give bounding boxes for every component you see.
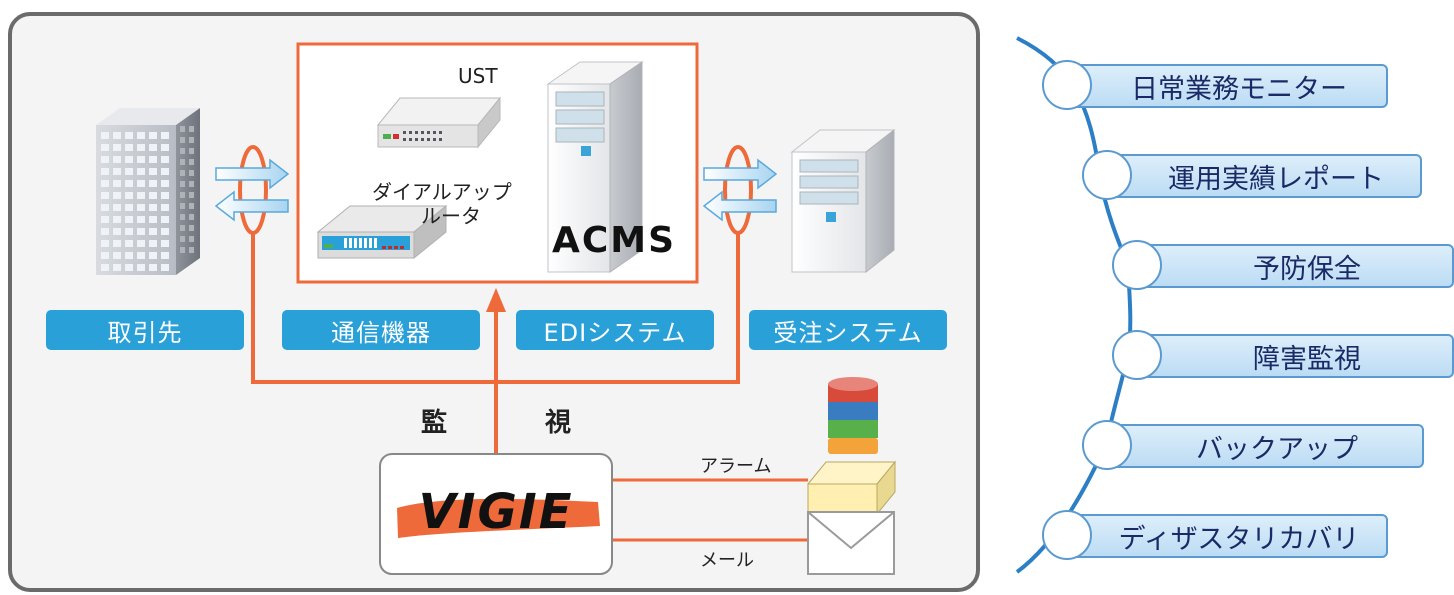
function-item: ディザスタリカバリ [1042, 510, 1388, 560]
ust-label: UST [458, 64, 498, 88]
function-label: 運用実績レポート [1168, 163, 1384, 195]
label-client: 取引先 [46, 310, 244, 350]
function-label: 障害監視 [1253, 343, 1361, 375]
function-item: 障害監視 [1112, 330, 1454, 380]
server-icon [546, 61, 644, 273]
function-label: 予防保全 [1253, 253, 1361, 285]
label-comm-equipment: 通信機器 [282, 310, 480, 350]
transfer-arrows [214, 158, 778, 222]
label-edi-system: EDIシステム [516, 310, 714, 350]
label-order-system: 受注システム [749, 310, 947, 350]
circle-icon [1112, 240, 1162, 290]
signal-tower-icon [806, 377, 897, 516]
building-windows [101, 126, 194, 271]
monitor-char-1: 監 [421, 408, 448, 438]
router-label-line1: ダイアルアップ [372, 180, 512, 204]
router-panel [344, 238, 404, 249]
function-label: ディザスタリカバリ [1118, 523, 1360, 555]
hub-ports [403, 131, 442, 141]
circle-icon [1112, 330, 1162, 380]
server-icon [790, 128, 896, 274]
alarm-label: アラーム [700, 456, 772, 477]
connection-lines [238, 145, 808, 542]
function-chain-line [1015, 36, 1133, 574]
router-label-line2: ルータ [421, 204, 481, 228]
circle-icon [1082, 420, 1132, 470]
monitor-char-2: 視 [545, 408, 572, 438]
circle-icon [1082, 150, 1132, 200]
vigie-brush [397, 498, 600, 538]
function-label: バックアップ [1196, 433, 1358, 465]
function-item: 日常業務モニター [1042, 60, 1388, 110]
vigie-logo: VIGIE [418, 484, 574, 540]
hub-icon [376, 96, 502, 149]
envelope-icon [807, 511, 895, 575]
mail-label: メール [700, 550, 754, 571]
function-item: バックアップ [1082, 420, 1424, 470]
arrow-icon [486, 288, 506, 312]
function-item: 予防保全 [1112, 240, 1454, 290]
circle-icon [1042, 510, 1092, 560]
function-item: 運用実績レポート [1082, 150, 1422, 200]
circle-icon [1042, 60, 1092, 110]
function-label: 日常業務モニター [1131, 73, 1347, 105]
acms-logo: ACMS [552, 220, 677, 261]
